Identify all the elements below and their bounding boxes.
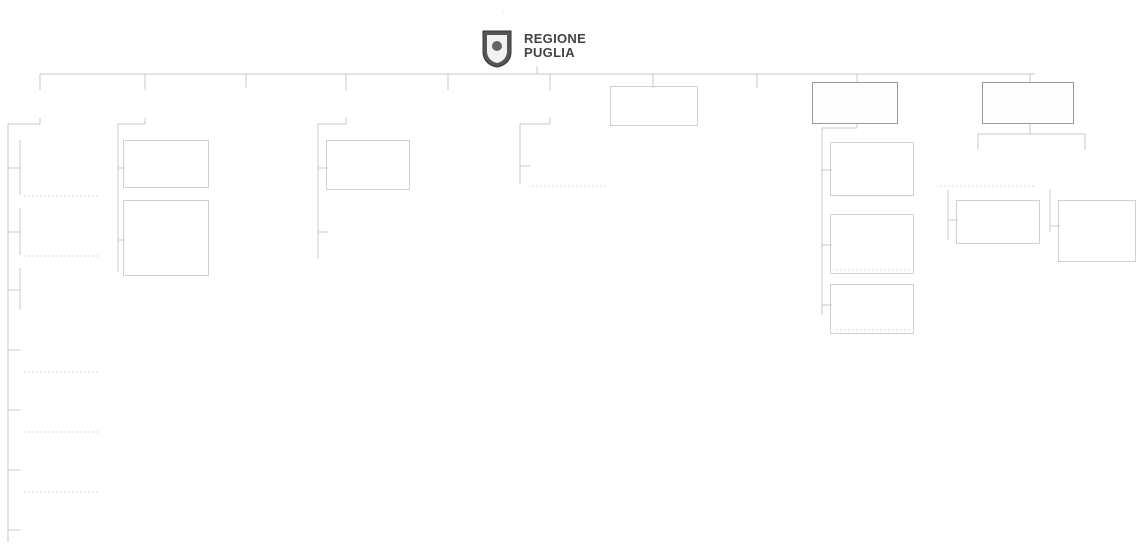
- col1-child-5: [22, 398, 102, 428]
- col9-child-3: [830, 284, 914, 334]
- top-unit-9: [812, 82, 898, 124]
- col9-child-2: [830, 214, 914, 274]
- col10-grandchild-1: [956, 200, 1040, 244]
- coat-of-arms-icon: [482, 30, 512, 68]
- col1-child-2: [22, 208, 102, 252]
- top-unit-1: [4, 92, 80, 118]
- col10-child-1: [938, 150, 1030, 186]
- col1-child-1: [22, 142, 102, 192]
- col2-child-2: [123, 200, 209, 276]
- top-unit-3: [214, 88, 280, 122]
- top-unit-8: [714, 86, 800, 126]
- col2-child-1: [123, 140, 209, 188]
- col4-child-2: [326, 200, 410, 262]
- top-unit-6: [508, 92, 594, 118]
- top-unit-5: [410, 92, 488, 118]
- col10-child-2: [1040, 150, 1134, 190]
- logo-wordmark: REGIONE PUGLIA: [524, 32, 586, 60]
- logo-top-mark: ·: [502, 8, 506, 15]
- top-unit-10: [982, 82, 1074, 124]
- col1-child-4: [22, 334, 102, 370]
- top-unit-4: [316, 92, 380, 118]
- logo-line-2: PUGLIA: [524, 45, 575, 60]
- top-unit-7: [610, 86, 698, 126]
- col9-child-1: [830, 142, 914, 196]
- col6-child-1: [528, 146, 612, 186]
- col1-child-7: [22, 508, 102, 548]
- top-unit-2: [106, 92, 186, 118]
- regione-puglia-logo: · REGIONE PUGLIA: [474, 8, 599, 68]
- col10-grandchild-2: [1058, 200, 1136, 262]
- col1-child-3: [22, 268, 102, 312]
- logo-line-1: REGIONE: [524, 31, 587, 46]
- col1-child-6: [22, 452, 102, 490]
- col4-child-1: [326, 140, 410, 190]
